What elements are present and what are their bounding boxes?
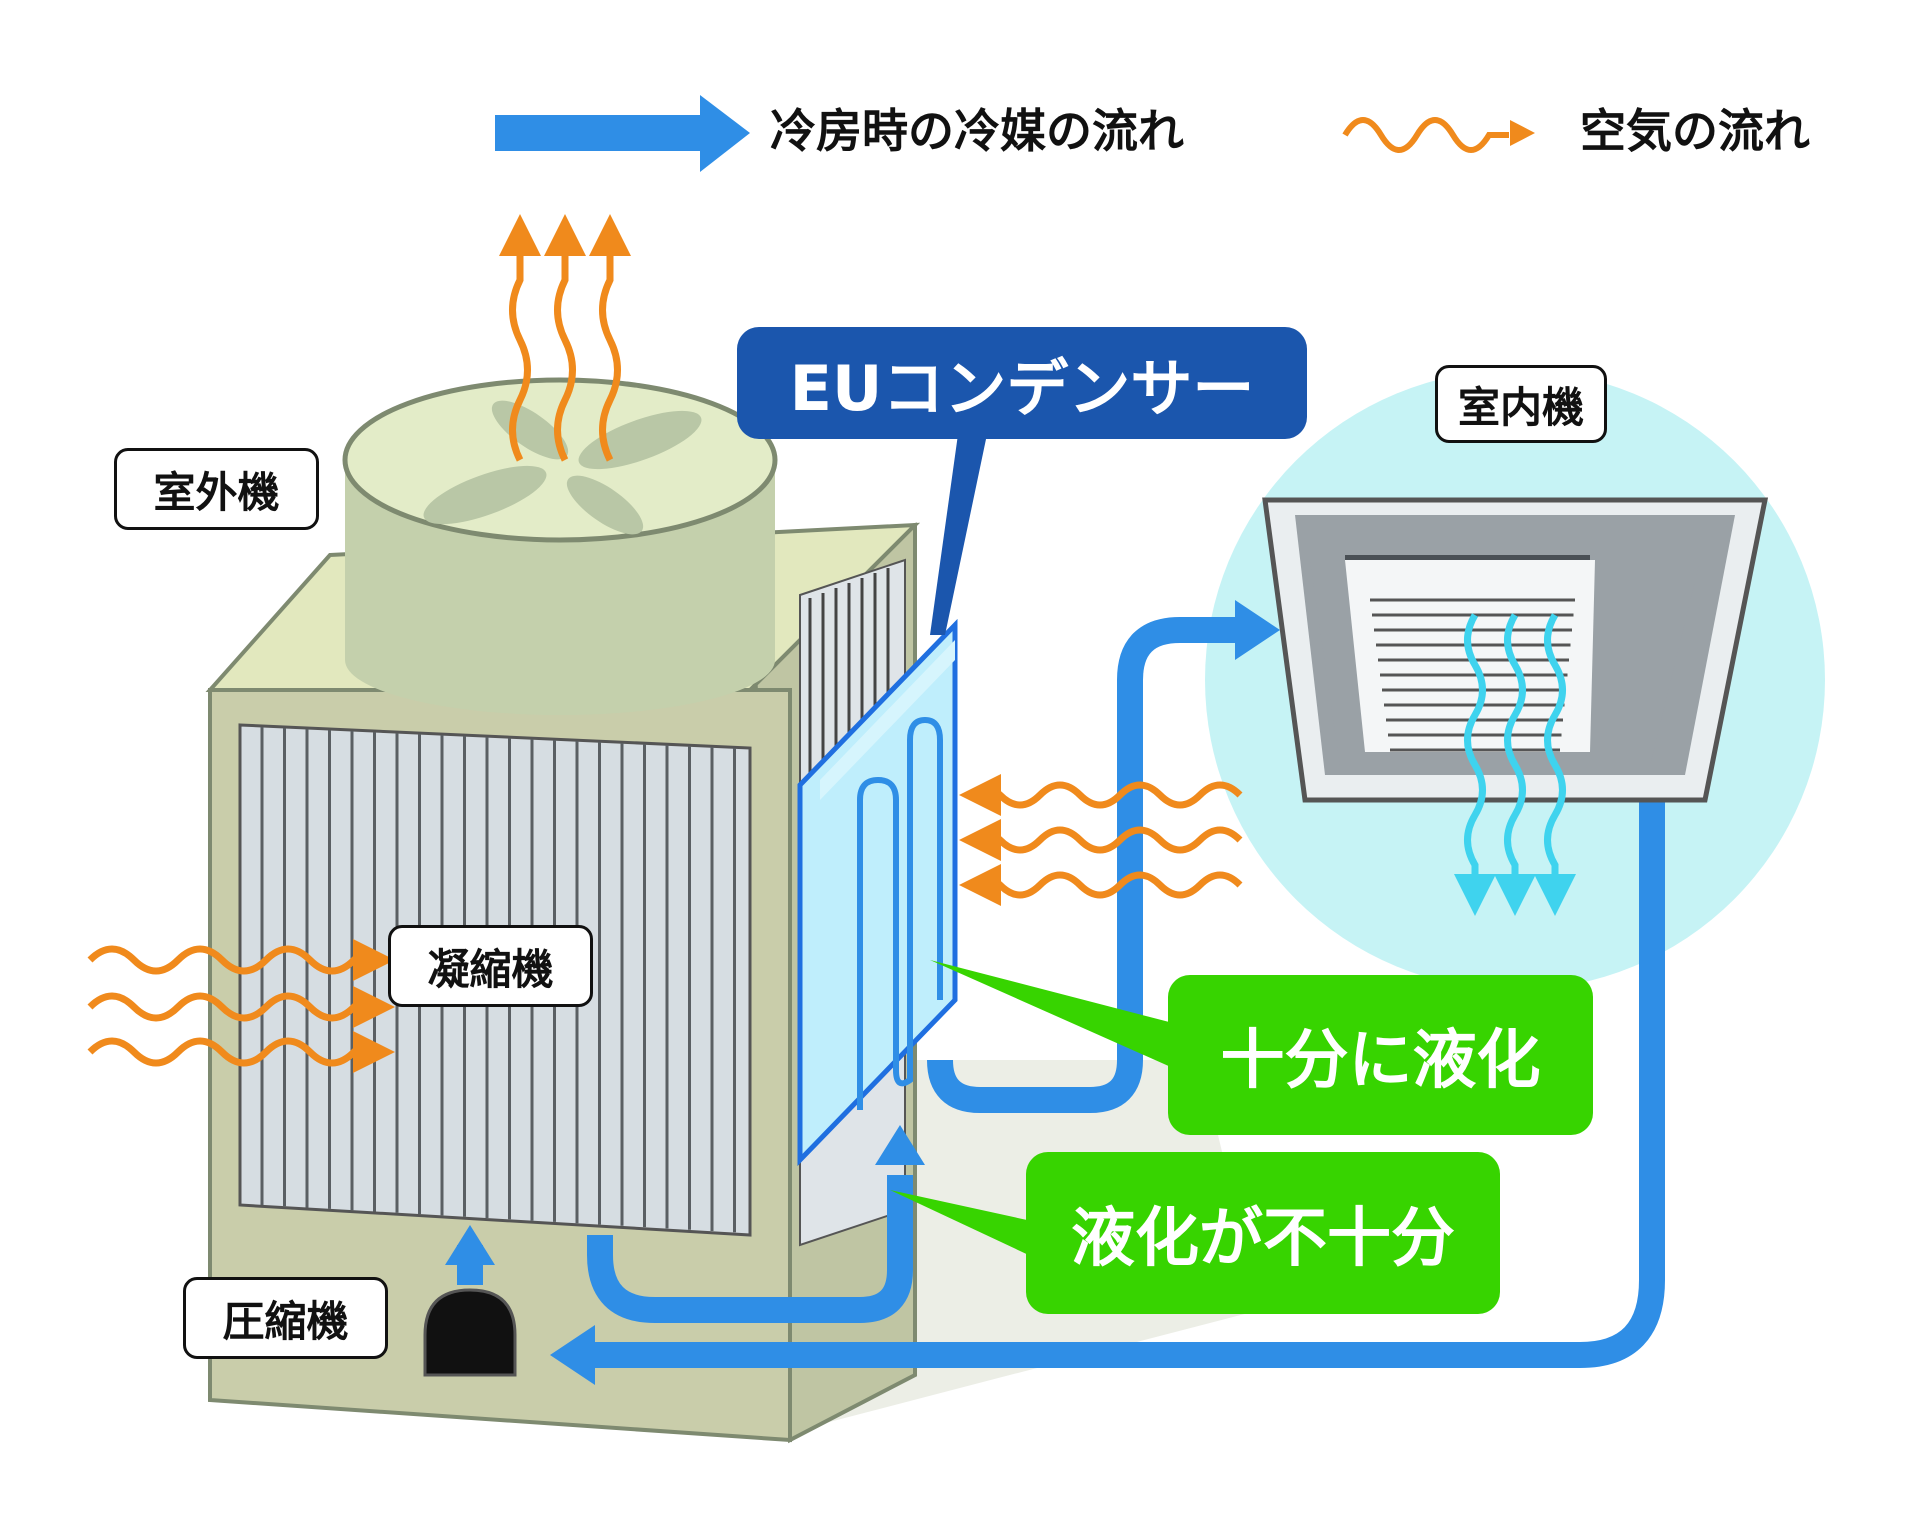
indoor-unit-label: 室内機: [1435, 365, 1607, 443]
eu-intake-air-arrows: [959, 774, 1243, 906]
eu-callout-pointer: [930, 420, 990, 635]
cool-air-arrows: [1454, 613, 1576, 916]
outdoor-unit-label: 室外機: [114, 448, 319, 530]
pipe-arrowhead-compressor: [550, 1325, 595, 1385]
green-callout-pointer-top: [930, 960, 1200, 1080]
fan-housing: [342, 377, 778, 715]
green-callout-pointer-bottom: [890, 1190, 1050, 1265]
exhaust-air-arrows: [499, 214, 631, 462]
condenser-label: 凝縮機: [388, 925, 593, 1007]
fully-liquefied-callout: 十分に液化: [1168, 975, 1593, 1135]
pipe-arrowhead-condenser: [445, 1225, 495, 1265]
indoor-unit: [1262, 497, 1769, 803]
pipe-arrowhead-eu: [875, 1125, 925, 1165]
legend-air-label: 空気の流れ: [1580, 104, 1810, 158]
compressor-icon: [423, 1288, 517, 1377]
eu-condenser-panel: [797, 618, 958, 1167]
insufficient-liquefaction-callout: 液化が不十分: [1026, 1152, 1500, 1314]
legend-air-arrow-icon: [1342, 117, 1535, 153]
legend-refrigerant-label: 冷房時の冷媒の流れ: [770, 104, 1184, 158]
pipe-arrowhead-indoor: [1235, 600, 1280, 660]
compressor-label: 圧縮機: [183, 1277, 388, 1359]
intake-air-arrows: [87, 939, 395, 1073]
legend-refrigerant-arrow-icon: [495, 95, 750, 172]
eu-condenser-callout: EUコンデンサー: [737, 327, 1307, 439]
